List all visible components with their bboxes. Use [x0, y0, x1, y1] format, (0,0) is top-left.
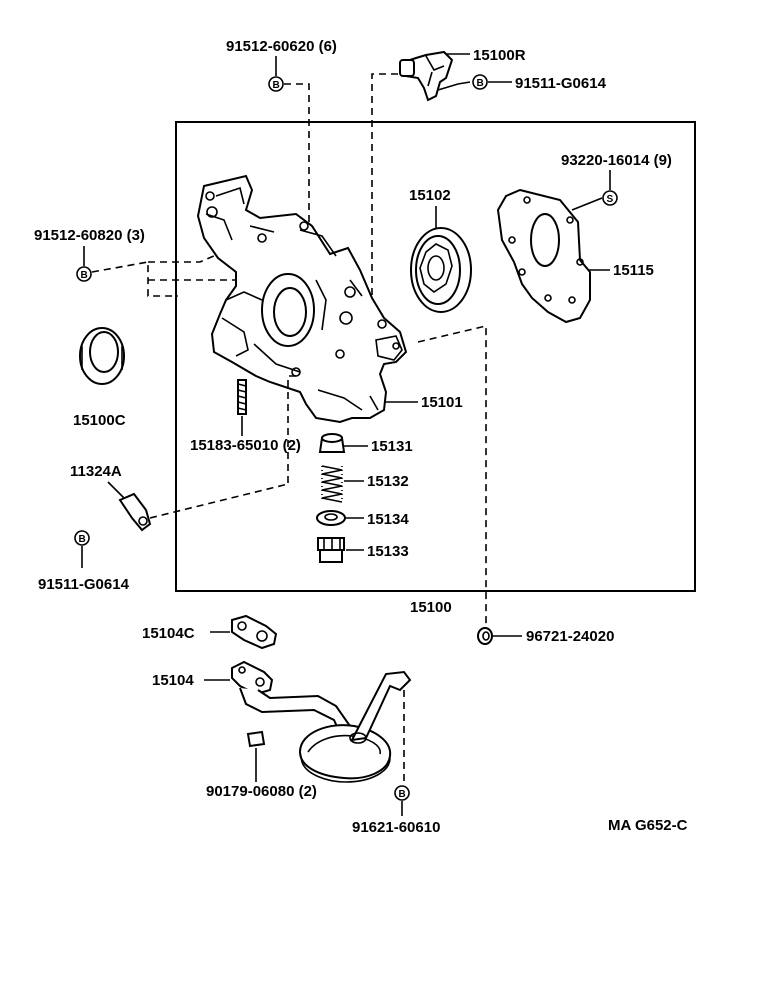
bolt-marker-91512-60620: B: [268, 76, 284, 92]
svg-text:B: B: [399, 789, 406, 800]
washer-15134: [316, 510, 346, 526]
bolt-marker-91621-60610: B: [394, 785, 410, 801]
gasket-15104C: [231, 614, 278, 650]
oil-strainer-15104: [231, 660, 412, 783]
label-15101: 15101: [421, 394, 463, 411]
bolt-marker-91511-G0614-top: B: [472, 74, 488, 90]
label-91512-60620: 91512-60620 (6): [226, 38, 337, 55]
label-15183-65010: 15183-65010 (2): [190, 437, 301, 454]
label-15134: 15134: [367, 511, 409, 528]
label-96721-24020: 96721-24020: [526, 628, 614, 645]
leader-93220-16014-part: [571, 197, 603, 211]
svg-text:B: B: [273, 80, 280, 91]
label-91511-G0614-top: 91511-G0614: [515, 75, 607, 92]
cover-plate-15115: [496, 188, 591, 324]
dashed-leader-11324A: [149, 483, 289, 519]
dashed-leader-91512-60820-a: [91, 261, 178, 297]
screw-marker-93220-16014: S: [602, 190, 618, 206]
bolt-marker-91512-60820: B: [76, 266, 92, 282]
leader-11324A: [107, 481, 127, 501]
label-15132: 15132: [367, 473, 409, 490]
pump-body-15101: [196, 174, 408, 424]
rotor-set-15102: [410, 227, 472, 313]
bracket-11324A: [118, 492, 152, 532]
label-91512-60820: 91512-60820 (3): [34, 227, 145, 244]
svg-text:S: S: [607, 194, 614, 205]
o-ring-96721-24020: [477, 627, 493, 645]
label-15133: 15133: [367, 543, 409, 560]
label-15100R: 15100R: [473, 47, 526, 64]
label-15104: 15104: [152, 672, 194, 689]
oil-seal-15100C: [79, 327, 125, 385]
label-93220-16014: 93220-16014 (9): [561, 152, 672, 169]
relief-valve-15131: [318, 433, 346, 453]
dashed-leader-91512-60620: [284, 83, 310, 230]
nut-90179-06080: [246, 730, 266, 748]
label-91511-G0614-bottom: 91511-G0614: [38, 576, 130, 593]
dashed-leader-96721-24020: [417, 324, 487, 626]
label-15102: 15102: [409, 187, 451, 204]
diagram-code: MA G652-C: [608, 817, 688, 834]
label-15115: 15115: [613, 262, 654, 279]
label-91621-60610: 91621-60610: [352, 819, 440, 836]
label-90179-06080: 90179-06080 (2): [206, 783, 317, 800]
label-15104C: 15104C: [142, 625, 195, 642]
label-15100: 15100: [410, 599, 452, 616]
leader-91511-G0614-top: [437, 81, 471, 91]
dashed-leader-11324A-top: [287, 375, 296, 484]
plug-15133: [317, 537, 345, 563]
stud-15183-65010: [237, 379, 247, 415]
label-11324A: 11324A: [70, 463, 122, 480]
sensor-15100R: [399, 50, 454, 102]
svg-text:B: B: [81, 270, 88, 281]
spring-15132: [321, 465, 343, 503]
assembly-frame: [175, 121, 696, 592]
dashed-leader-15100R: [371, 73, 398, 300]
label-15100C: 15100C: [73, 412, 126, 429]
label-15131: 15131: [371, 438, 413, 455]
svg-text:B: B: [79, 534, 86, 545]
svg-text:B: B: [477, 78, 484, 89]
bolt-marker-91511-G0614-bottom: B: [74, 530, 90, 546]
